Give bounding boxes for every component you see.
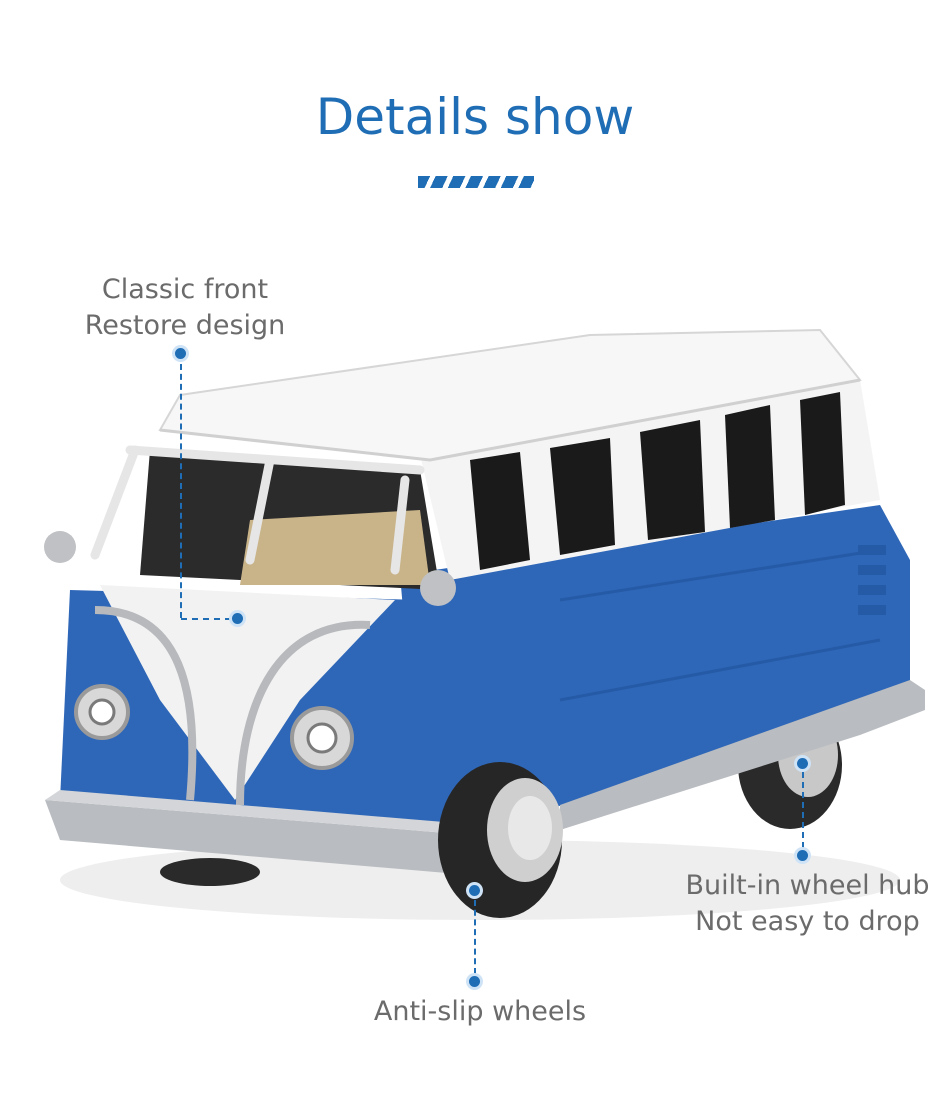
callout-front-line1: Classic front — [101, 274, 269, 305]
callout-front-connector — [181, 618, 231, 620]
callout-front-label: Classic front Restore design — [60, 272, 310, 344]
callout-front-line — [180, 364, 182, 618]
callout-dot-icon — [797, 850, 808, 861]
callout-dot-icon — [469, 885, 480, 896]
page-title: Details show — [315, 88, 635, 146]
decorative-stripes-icon — [418, 176, 534, 188]
callout-wheels-label: Anti-slip wheels — [330, 994, 630, 1030]
callout-dot-icon — [175, 348, 186, 359]
callout-hub-line — [802, 772, 804, 848]
callout-wheels-line — [474, 900, 476, 974]
callout-hub-line1: Built-in wheel hub — [685, 870, 930, 901]
callout-dot-icon — [469, 976, 480, 987]
callout-hub-label: Built-in wheel hub Not easy to drop — [670, 868, 945, 940]
callout-wheels-line1: Anti-slip wheels — [373, 996, 587, 1027]
callout-front-line2: Restore design — [84, 310, 286, 341]
callout-hub-line2: Not easy to drop — [695, 906, 920, 937]
callout-dot-icon — [797, 758, 808, 769]
callout-dot-icon — [232, 613, 243, 624]
